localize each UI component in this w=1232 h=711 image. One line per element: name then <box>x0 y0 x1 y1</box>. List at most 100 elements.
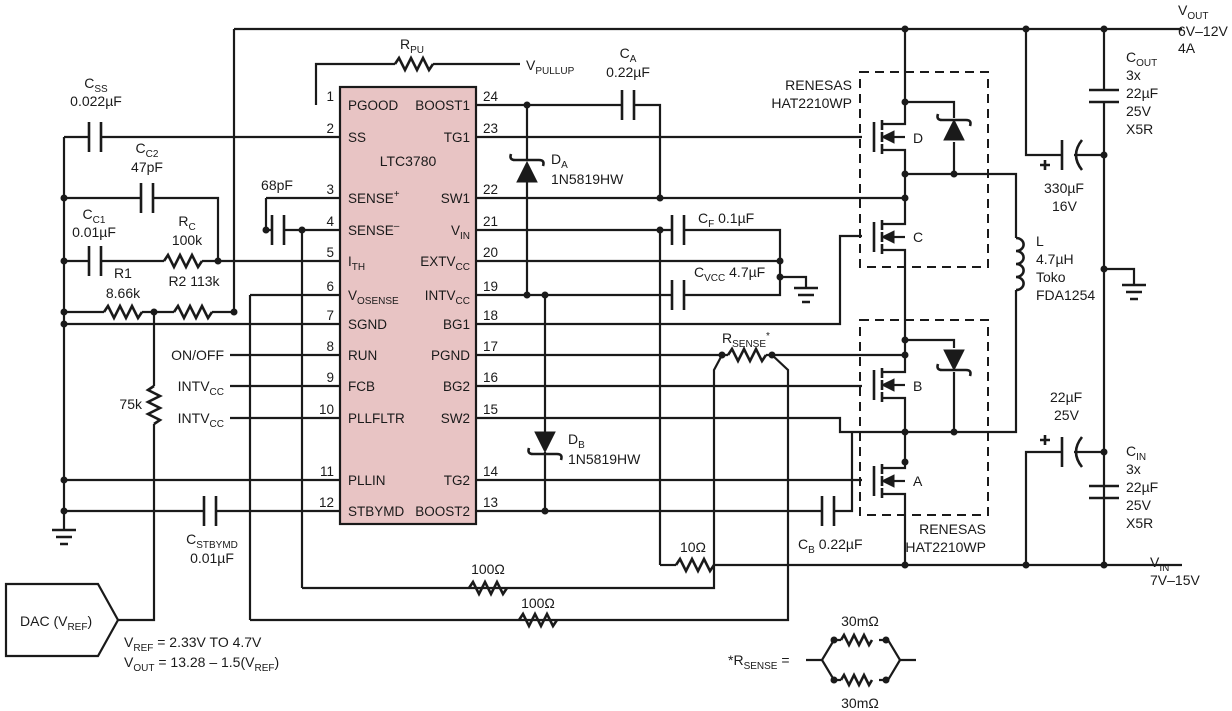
svg-text:*RSENSE =: *RSENSE = <box>728 652 790 672</box>
ic-pin-name: FCB <box>348 379 375 394</box>
ic-pin-number: 10 <box>319 402 334 417</box>
svg-text:RENESAS: RENESAS <box>785 77 852 93</box>
cc1-capacitor: CC1 0.01µF <box>64 206 164 276</box>
ic-ltc3780 <box>338 85 478 526</box>
ic-pin-name: RUN <box>348 348 377 363</box>
ic-pin-number: 21 <box>483 214 498 229</box>
vout-label: VOUT 6V–12V 4A <box>1178 2 1228 56</box>
ic-pin-name: BOOST2 <box>415 504 470 519</box>
rsense-note: *RSENSE = 30mΩ 30mΩ <box>728 613 916 711</box>
svg-text:1N5819HW: 1N5819HW <box>568 451 641 467</box>
ca-capacitor: CA 0.22µF <box>476 45 662 198</box>
ic-pin-name: ITH <box>348 254 365 273</box>
svg-text:16V: 16V <box>1052 198 1078 214</box>
ic-pin-name: SW1 <box>441 191 470 206</box>
rpu-resistor: RPU VPULLUP <box>314 36 575 105</box>
svg-text:VOUT = 13.28 – 1.5(VREF): VOUT = 13.28 – 1.5(VREF) <box>124 654 279 674</box>
svg-text:VOUT: VOUT <box>1178 2 1208 22</box>
sw2-net <box>476 290 1018 434</box>
ic-pin-number: 17 <box>483 339 498 354</box>
ic-pin-number: 1 <box>326 89 334 104</box>
css-capacitor: CSS 0.022µF <box>64 75 340 152</box>
svg-text:RSENSE*: RSENSE* <box>722 330 770 350</box>
svg-text:4.7µH: 4.7µH <box>1036 251 1074 267</box>
diode-da: DA 1N5819HW <box>509 105 624 299</box>
left-control-labels: ON/OFF INTVCC INTVCC <box>64 347 340 482</box>
ground-right <box>1104 267 1146 301</box>
svg-text:100Ω: 100Ω <box>521 595 555 611</box>
svg-text:4A: 4A <box>1178 40 1196 56</box>
inductor-l: L 4.7µH Toko FDA1254 <box>1015 233 1095 303</box>
svg-text:VPULLUP: VPULLUP <box>526 57 575 77</box>
diode-db: DB 1N5819HW <box>527 295 641 515</box>
svg-text:330µF: 330µF <box>1044 180 1084 196</box>
mosfet-d: D <box>872 25 972 174</box>
ic-left-pins: 1PGOOD2SS3SENSE+4SENSE–5ITH6VOSENSE7SGND… <box>319 89 405 519</box>
svg-text:10Ω: 10Ω <box>680 539 706 555</box>
ic-pin-number: 13 <box>483 495 498 510</box>
ic-pin-number: 19 <box>483 279 498 294</box>
ic-pin-number: 5 <box>326 245 334 260</box>
ic-pin-number: 7 <box>326 308 334 323</box>
cin-capacitors: CIN 3x 22µF 25V X5R <box>1089 443 1158 531</box>
ground-symbol-left <box>52 528 76 546</box>
svg-text:RENESAS: RENESAS <box>919 521 986 537</box>
ic-pin-number: 15 <box>483 402 498 417</box>
left-ground-rail <box>60 137 340 530</box>
svg-text:75k: 75k <box>119 396 143 412</box>
svg-text:C: C <box>913 229 923 245</box>
svg-text:CIN: CIN <box>1126 443 1146 463</box>
cb-capacitor: CB 0.22µF <box>476 432 863 556</box>
ic-pin-2: 2SS <box>326 121 366 145</box>
mosfet-c: C <box>872 170 1018 266</box>
ic-pin-number: 9 <box>326 370 334 385</box>
svg-text:CSTBYMD: CSTBYMD <box>186 531 238 551</box>
ic-pin-name: SENSE+ <box>348 189 400 206</box>
ic-pin-name: TG1 <box>444 130 470 145</box>
svg-text:68pF: 68pF <box>261 177 293 193</box>
c22-capacitor: 22µF 25V <box>1022 389 1104 569</box>
svg-text:R1: R1 <box>114 265 132 281</box>
svg-text:VIN: VIN <box>1150 554 1169 574</box>
svg-text:47pF: 47pF <box>131 159 163 175</box>
ic-pin-name: SS <box>348 130 366 145</box>
svg-text:R2 113k: R2 113k <box>168 273 220 289</box>
svg-text:INTVCC: INTVCC <box>178 410 224 430</box>
svg-text:CC1: CC1 <box>83 206 106 226</box>
ic-pin-name: PGND <box>431 348 470 363</box>
svg-text:CA: CA <box>620 45 637 65</box>
svg-text:DAC (VREF): DAC (VREF) <box>20 613 92 633</box>
ic-pin-number: 23 <box>483 121 498 136</box>
svg-text:DA: DA <box>551 151 568 171</box>
ic-pin-name: BG2 <box>443 379 470 394</box>
ic-pin-name: BG1 <box>443 317 470 332</box>
svg-text:CB 0.22µF: CB 0.22µF <box>798 536 863 556</box>
sw1-net <box>476 194 905 202</box>
svg-text:X5R: X5R <box>1126 515 1153 531</box>
svg-text:B: B <box>913 378 922 394</box>
svg-text:8.66k: 8.66k <box>106 285 141 301</box>
svg-text:RC: RC <box>178 213 195 233</box>
svg-text:X5R: X5R <box>1126 121 1153 137</box>
svg-text:100Ω: 100Ω <box>471 561 505 577</box>
renesas-bot-box: RENESAS HAT2210WP <box>859 319 989 555</box>
ic-pin-name: SGND <box>348 317 387 332</box>
rc-resistor: RC 100k <box>162 213 340 270</box>
svg-text:FDA1254: FDA1254 <box>1036 287 1095 303</box>
svg-text:22µF: 22µF <box>1126 85 1158 101</box>
renesas-top-box: RENESAS HAT2210WP <box>771 71 989 268</box>
svg-text:CVCC 4.7µF: CVCC 4.7µF <box>694 264 765 284</box>
